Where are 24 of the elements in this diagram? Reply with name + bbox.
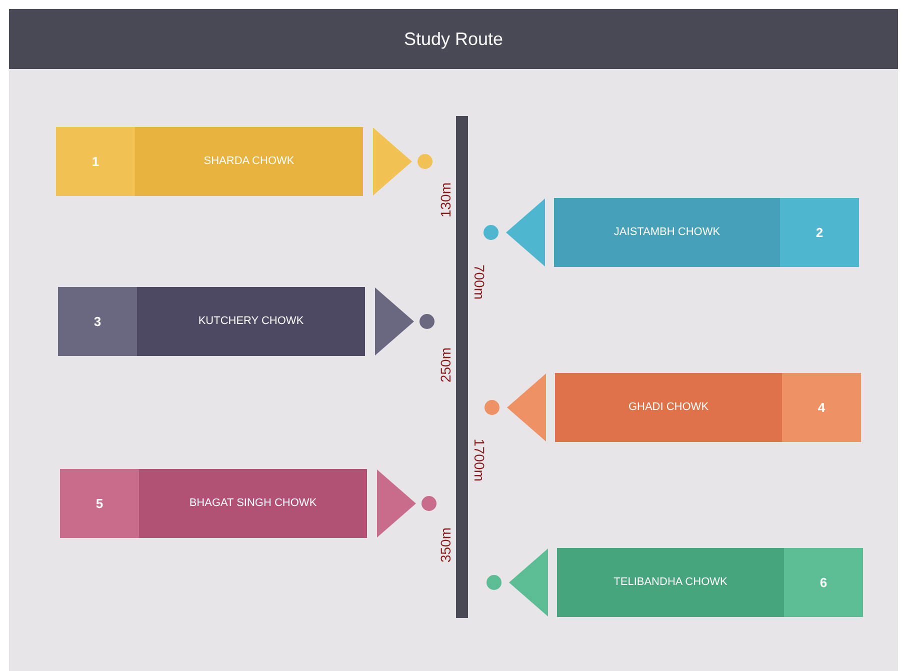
stop-number: 5 (60, 469, 139, 538)
title: Study Route (402, 28, 504, 51)
stop-name: BHAGAT SINGH CHOWK (188, 496, 318, 511)
stop-name: SHARDA CHOWK (202, 154, 296, 169)
stop-card (557, 548, 863, 617)
stop-card (555, 373, 861, 442)
stop-number: 3 (58, 287, 137, 356)
distance-label: 130m (437, 182, 454, 218)
stop-card (60, 469, 367, 538)
stop-number: 1 (56, 127, 135, 196)
stop-number: 6 (784, 548, 863, 617)
stop-card (554, 198, 859, 267)
stop-name: JAISTAMBH CHOWK (612, 225, 722, 240)
stop-name: GHADI CHOWK (627, 400, 710, 415)
distance-label: 700m (471, 264, 488, 300)
stop-name: TELIBANDHA CHOWK (612, 575, 728, 590)
distance-label: 350m (437, 527, 454, 563)
stop-name: KUTCHERY CHOWK (197, 314, 305, 329)
distance-label: 250m (437, 347, 454, 383)
stop-card (56, 127, 363, 196)
stop-card (58, 287, 365, 356)
stop-number: 2 (780, 198, 859, 267)
stop-number: 4 (782, 373, 861, 442)
distance-label: 1700m (470, 438, 487, 482)
